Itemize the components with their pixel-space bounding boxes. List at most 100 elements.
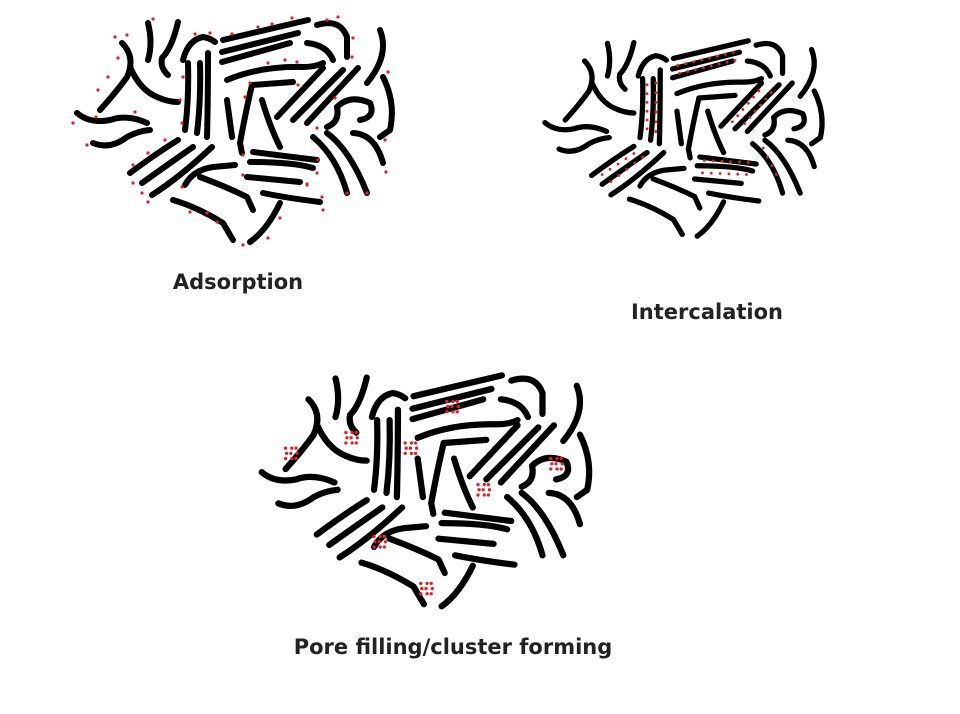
intercalated-dot bbox=[645, 100, 649, 104]
cluster-dot bbox=[355, 436, 360, 440]
intercalated-dot bbox=[738, 160, 741, 164]
cluster-dot bbox=[559, 467, 563, 471]
cluster-dot bbox=[429, 581, 433, 586]
cluster-dot bbox=[455, 410, 459, 414]
adsorbed-dot bbox=[316, 158, 320, 162]
intercalated-dot bbox=[633, 161, 637, 165]
intercalation-network bbox=[545, 41, 822, 236]
adsorbed-dot bbox=[315, 171, 319, 175]
cluster-dot bbox=[283, 446, 288, 450]
intercalated-dot bbox=[746, 101, 750, 105]
intercalated-dot bbox=[709, 64, 713, 68]
adsorbed-dot bbox=[241, 153, 245, 157]
adsorbed-dot bbox=[295, 60, 299, 64]
cluster-dot bbox=[446, 404, 450, 409]
adsorbed-dot bbox=[241, 173, 245, 177]
cluster-dot bbox=[476, 482, 480, 487]
adsorbed-dot bbox=[208, 31, 212, 35]
adsorbed-dot bbox=[96, 88, 100, 92]
intercalated-dot bbox=[741, 108, 745, 111]
cluster-dot bbox=[413, 441, 418, 445]
intercalated-dot bbox=[645, 83, 649, 87]
intercalated-dot bbox=[625, 167, 629, 171]
intercalated-dot bbox=[709, 171, 713, 175]
intercalated-dot bbox=[702, 159, 706, 162]
adsorbed-dot bbox=[163, 138, 167, 142]
intercalated-dot bbox=[748, 115, 752, 119]
adsorbed-dot bbox=[383, 138, 387, 142]
adsorbed-dot bbox=[94, 115, 98, 119]
intercalated-dot bbox=[716, 54, 719, 58]
adsorbed-dot bbox=[256, 25, 260, 29]
intercalated-dot bbox=[720, 159, 724, 163]
intercalated-dot bbox=[616, 162, 620, 166]
adsorbed-dot bbox=[283, 58, 287, 62]
cluster-dot bbox=[482, 493, 486, 497]
adsorbed-dot bbox=[146, 200, 150, 204]
adsorbed-dot bbox=[248, 81, 252, 85]
intercalated-dot bbox=[766, 155, 770, 159]
intercalated-dot bbox=[770, 164, 774, 168]
cluster-dot bbox=[413, 451, 418, 456]
cluster-dot bbox=[445, 399, 449, 404]
adsorbed-dot bbox=[241, 243, 245, 247]
adsorbed-dot bbox=[270, 22, 274, 26]
cluster-dot bbox=[403, 441, 407, 445]
cluster-dot bbox=[372, 545, 376, 549]
adsorbed-dot bbox=[243, 95, 247, 99]
adsorbed-dot bbox=[384, 170, 388, 174]
adsorbed-dot bbox=[116, 56, 120, 60]
intercalated-dot bbox=[708, 56, 711, 60]
cluster-dot bbox=[344, 441, 348, 445]
cluster-dot bbox=[487, 488, 492, 492]
adsorbed-dot bbox=[386, 70, 390, 74]
adsorbed-dot bbox=[151, 17, 155, 21]
cluster-dot bbox=[408, 446, 413, 450]
adsorbed-dot bbox=[205, 211, 209, 215]
cluster-dot bbox=[403, 451, 407, 456]
intercalated-dot bbox=[745, 173, 748, 176]
intercalated-dot bbox=[736, 172, 740, 176]
intercalated-dot bbox=[761, 146, 765, 150]
adsorbed-dot bbox=[266, 236, 270, 240]
intercalated-dot bbox=[609, 180, 613, 184]
intercalated-dot bbox=[632, 152, 636, 155]
cluster-dot bbox=[451, 399, 455, 404]
cluster-dot bbox=[372, 534, 376, 539]
intercalated-dot bbox=[717, 62, 721, 66]
cluster-dot bbox=[450, 404, 454, 409]
cluster-dot bbox=[549, 456, 553, 461]
intercalated-dot bbox=[654, 100, 658, 104]
adsorbed-dot bbox=[113, 35, 117, 39]
adsorbed-dot bbox=[180, 185, 184, 189]
intercalated-dot bbox=[700, 58, 704, 62]
cluster-dot bbox=[481, 488, 485, 492]
intercalated-dot bbox=[654, 110, 658, 114]
cluster-dot bbox=[425, 592, 429, 596]
intercalated-dot bbox=[746, 161, 750, 165]
adsorbed-dot bbox=[215, 220, 219, 224]
intercalated-dot bbox=[743, 122, 747, 125]
intercalated-dot bbox=[731, 51, 735, 54]
intercalated-dot bbox=[727, 172, 731, 176]
intercalated-dot bbox=[645, 118, 649, 122]
cluster-dot bbox=[378, 534, 382, 539]
intercalated-dot bbox=[757, 89, 761, 93]
intercalated-dot bbox=[645, 92, 649, 96]
intercalated-dot bbox=[769, 91, 773, 95]
cluster-dot bbox=[549, 467, 553, 471]
intercalated-dot bbox=[654, 120, 658, 124]
cluster-dot bbox=[486, 493, 491, 497]
cluster-dot bbox=[419, 592, 423, 596]
adsorbed-dot bbox=[178, 98, 182, 102]
adsorbed-dot bbox=[296, 83, 300, 87]
intercalated-dot bbox=[729, 160, 733, 164]
cluster-dot bbox=[345, 436, 349, 440]
adsorbed-dot bbox=[106, 75, 110, 79]
cluster-dot bbox=[476, 493, 480, 497]
intercalated-dot bbox=[723, 52, 727, 56]
intercalated-dot bbox=[678, 71, 682, 75]
adsorbed-dot bbox=[131, 163, 135, 167]
intercalated-dot bbox=[617, 174, 621, 177]
